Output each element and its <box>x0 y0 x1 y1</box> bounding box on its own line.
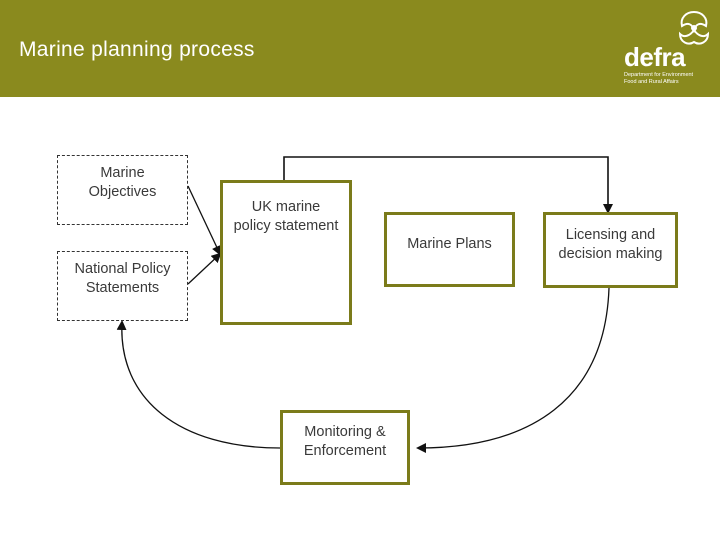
arrow-objectives-to-policy <box>187 185 222 256</box>
defra-leaf-icon <box>678 10 710 45</box>
page-title: Marine planning process <box>19 38 255 61</box>
arrow-national-to-policy <box>187 252 222 285</box>
uk-policy-box: UK marine policy statement <box>220 180 352 325</box>
monitoring-box: Monitoring & Enforcement <box>280 410 410 485</box>
logo-wordmark: defra <box>624 42 686 72</box>
licensing-box: Licensing and decision making <box>543 212 678 288</box>
arrow-licensing-to-monitoring <box>416 287 610 453</box>
arrow-monitoring-to-national <box>116 320 281 449</box>
marine-objectives-box: Marine Objectives <box>57 155 188 225</box>
header-bar: Marine planning process defra Department… <box>0 0 720 97</box>
logo-subtitle: Department for Environment Food and Rura… <box>624 72 694 85</box>
national-policy-box: National Policy Statements <box>57 251 188 321</box>
marine-plans-box: Marine Plans <box>384 212 515 287</box>
defra-logo: defra Department for Environment Food an… <box>618 8 714 92</box>
